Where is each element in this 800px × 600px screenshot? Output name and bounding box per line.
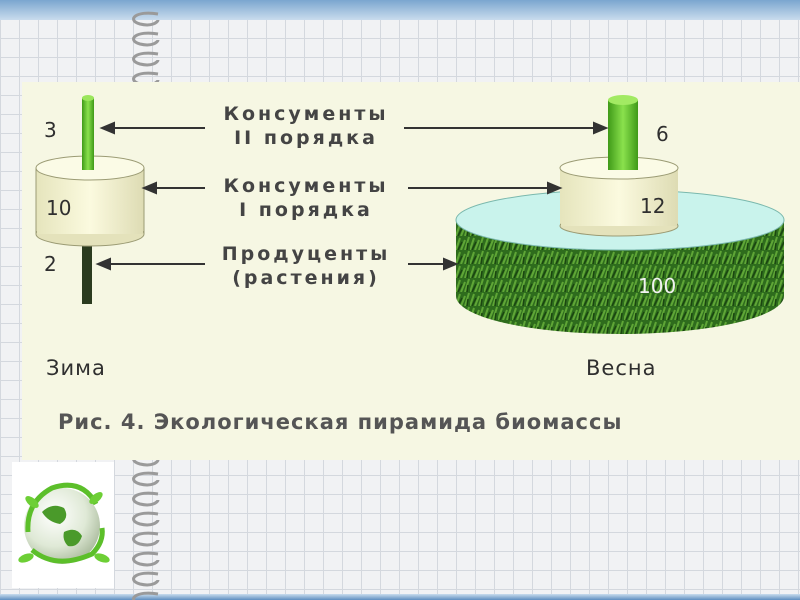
spiral-ring: [132, 591, 159, 600]
spiral-ring: [132, 31, 160, 47]
spiral-ring: [132, 531, 160, 547]
winter-producer-stem: [82, 230, 92, 304]
figure-caption: Рис. 4. Экологическая пирамида биомассы: [58, 410, 623, 434]
logo: [12, 462, 114, 588]
spring-consumer1-cylinder: [559, 156, 679, 237]
top-bar: [0, 0, 800, 20]
biomass-pyramid-figure: Консументы II порядка Консументы I поряд…: [22, 82, 800, 460]
spiral-ring: [132, 51, 160, 67]
spiral-ring: [132, 491, 160, 507]
spiral-ring: [132, 511, 160, 527]
spring-value-consumers2: 6: [656, 122, 669, 146]
bottom-bar: [0, 594, 800, 600]
spiral-ring: [132, 551, 160, 567]
label-consumers-2nd-order: Консументы II порядка: [208, 102, 404, 150]
winter-value-consumers1: 10: [46, 196, 72, 220]
label-consumers-1st-line1: Консументы: [223, 175, 389, 197]
spiral-ring: [132, 571, 160, 587]
spring-consumer2-stem: [608, 95, 638, 170]
label-consumers-2nd-line1: Консументы: [223, 103, 389, 125]
season-label-spring: Весна: [586, 356, 657, 380]
label-consumers-1st-line2: I порядка: [239, 199, 373, 221]
winter-value-consumers2: 3: [44, 118, 57, 142]
spiral-ring: [132, 11, 160, 27]
arrow-consumers2: [99, 121, 609, 135]
winter-value-producers: 2: [44, 252, 57, 276]
globe-leaf-icon: [18, 482, 110, 564]
winter-consumer1-cylinder: [35, 155, 145, 247]
label-producers-line1: Продуценты: [221, 243, 391, 265]
label-consumers-2nd-line2: II порядка: [234, 127, 378, 149]
winter-consumer2-stem: [82, 95, 94, 170]
pyramid-drawing: [35, 95, 785, 334]
label-consumers-1st-order: Консументы I порядка: [208, 174, 404, 222]
spring-value-producers: 100: [638, 274, 677, 298]
spiral-ring: [132, 471, 160, 487]
label-producers: Продуценты (растения): [208, 242, 404, 290]
arrow-consumers1: [141, 181, 563, 195]
season-label-winter: Зима: [46, 356, 106, 380]
label-producers-line2: (растения): [232, 267, 380, 289]
arrow-producers: [95, 257, 459, 271]
spring-value-consumers1: 12: [640, 194, 666, 218]
